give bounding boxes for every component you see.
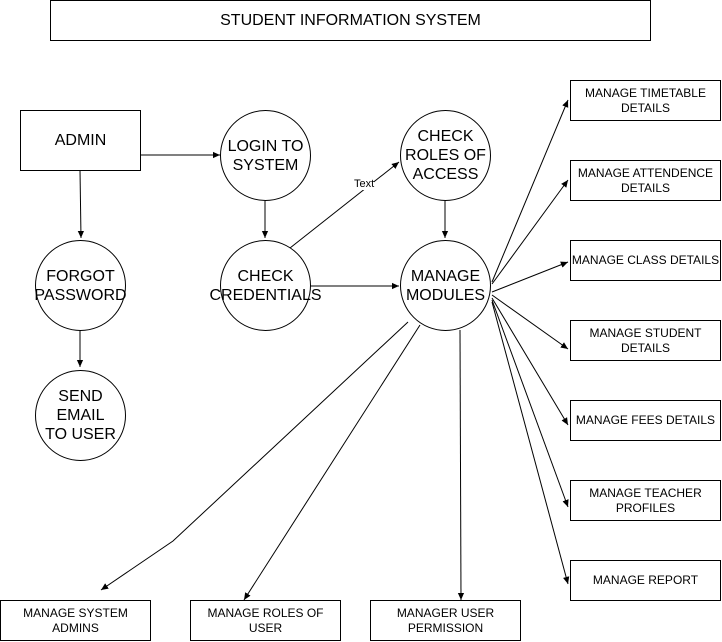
arrow-modules-to-system-admins: [100, 321, 409, 591]
check-roles-node: CHECK ROLES OF ACCESS: [400, 110, 491, 201]
manage-attendence-box: MANAGE ATTENDENCE DETAILS: [570, 160, 721, 201]
manage-roles-user-box: MANAGE ROLES OF USER: [190, 600, 341, 641]
check-credentials-node: CHECK CREDENTIALS: [209, 240, 322, 331]
manage-student-box: MANAGE STUDENT DETAILS: [570, 320, 721, 361]
arrow-modules-to-teacher: [491, 299, 569, 508]
arrow-modules-to-class: [491, 261, 569, 293]
arrow-modules-to-roles-user: [243, 324, 421, 601]
manage-system-admins-box: MANAGE SYSTEM ADMINS: [0, 600, 151, 641]
arrow-modules-to-user-permission: [457, 329, 465, 601]
manage-fees-box: MANAGE FEES DETAILS: [570, 400, 721, 441]
admin-node: ADMIN: [20, 110, 141, 171]
arrow-admin-to-forgot: [77, 169, 85, 239]
manage-report-box: MANAGE REPORT: [570, 560, 721, 601]
diagram-title: STUDENT INFORMATION SYSTEM: [50, 0, 651, 41]
login-node: LOGIN TO SYSTEM: [220, 110, 311, 201]
send-email-node: SEND EMAIL TO USER: [35, 370, 126, 461]
manager-user-permission-box: MANAGER USER PERMISSION: [370, 600, 521, 641]
manage-timetable-box: MANAGE TIMETABLE DETAILS: [570, 80, 721, 121]
edge-label-text: Text: [354, 178, 375, 190]
arrow-credentials-to-roles: [289, 161, 400, 249]
arrow-modules-to-student: [491, 294, 569, 350]
arrow-modules-to-fees: [491, 297, 569, 426]
arrow-modules-to-attendence: [491, 179, 569, 285]
manage-modules-node: MANAGE MODULES: [400, 240, 491, 331]
manage-teacher-box: MANAGE TEACHER PROFILES: [570, 480, 721, 521]
arrow-modules-to-report: [491, 301, 570, 585]
forgot-password-node: FORGOT PASSWORD: [34, 240, 127, 331]
arrow-modules-to-timetable: [491, 99, 569, 283]
manage-class-box: MANAGE CLASS DETAILS: [570, 240, 721, 281]
